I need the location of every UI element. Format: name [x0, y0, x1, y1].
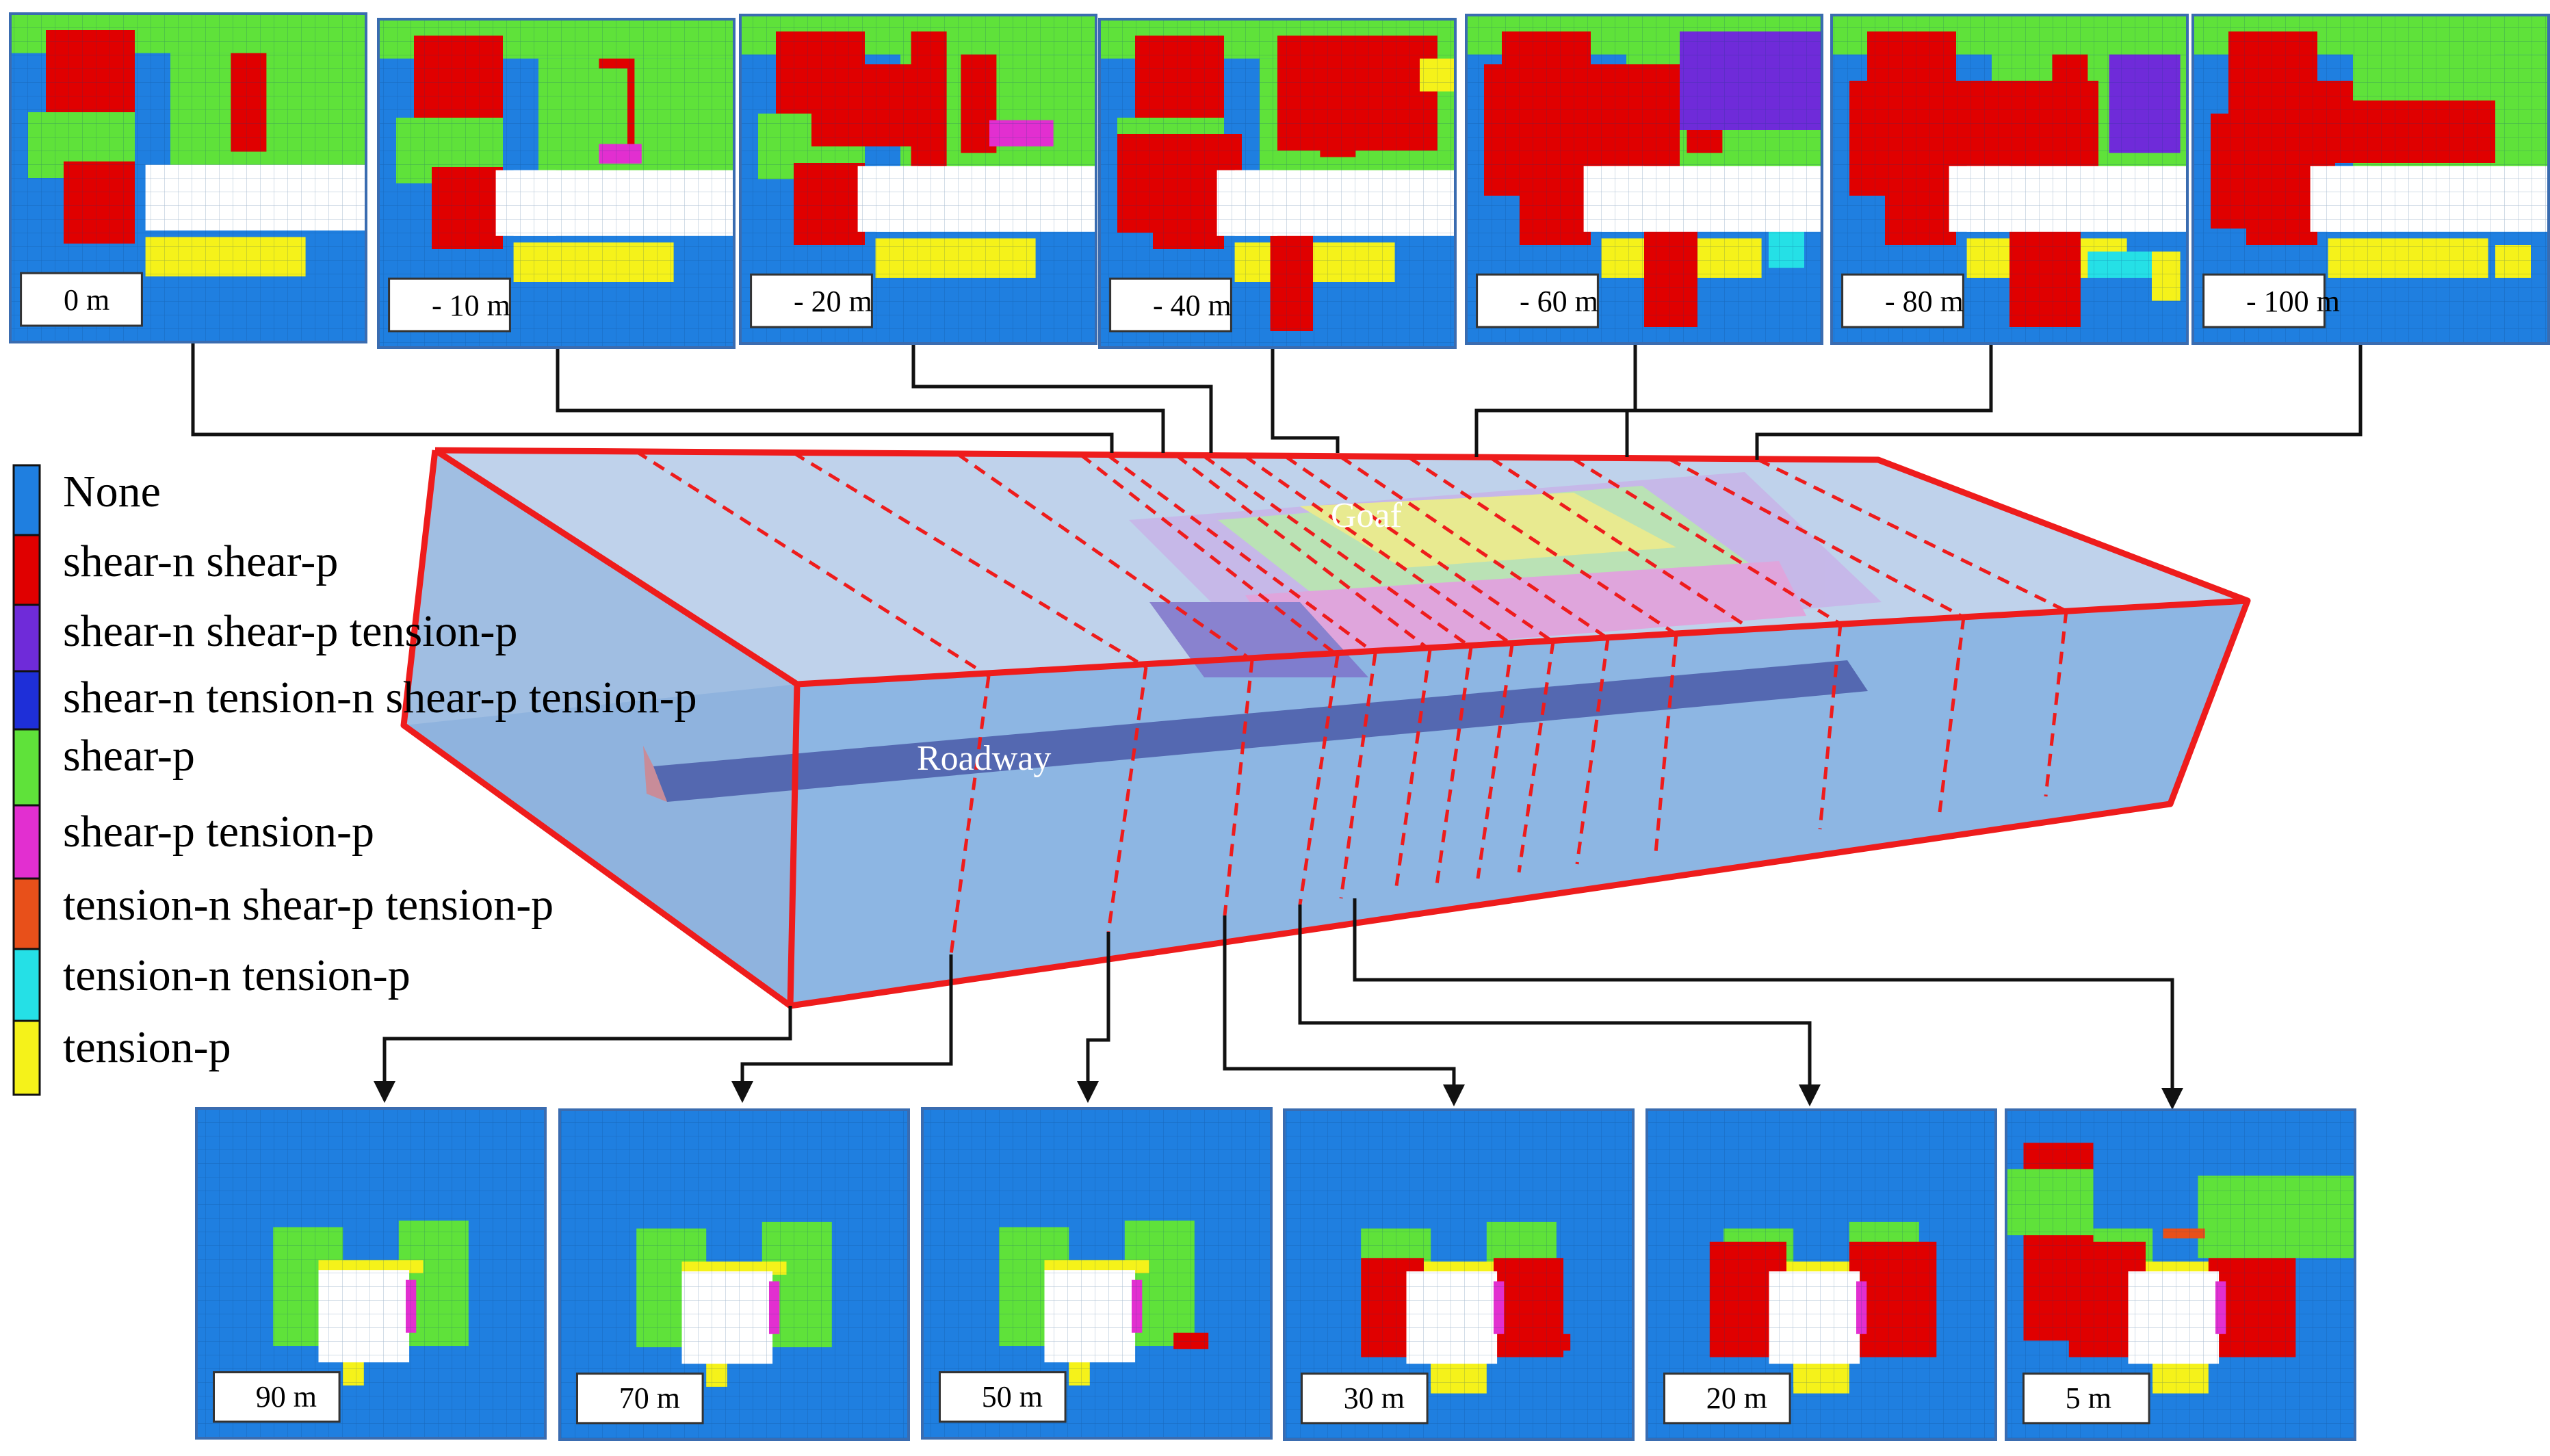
panel-label: 0 m	[64, 283, 109, 317]
legend-item: shear-p tension-p	[12, 804, 374, 880]
top-panel-row: 0 m - 10 m - 20 m - 40 m - 60 m - 80 m - 100 m	[9, 12, 2550, 349]
panel-label-box	[1109, 277, 1232, 333]
model-block: Goaf Roadway	[400, 447, 2251, 1009]
roadway-region	[643, 660, 1868, 802]
panel-label-box	[1301, 1373, 1429, 1425]
panel-label-box	[388, 277, 511, 333]
legend-label: tension-p	[63, 1022, 231, 1072]
panel-label: 20 m	[1706, 1381, 1767, 1415]
panel-frame	[1465, 14, 1823, 345]
panel-label: 90 m	[256, 1380, 317, 1414]
section-panel: - 20 m	[739, 14, 1097, 345]
panel-frame	[9, 12, 367, 343]
panel-label-box	[1663, 1373, 1791, 1425]
model-left-face	[404, 450, 797, 1006]
panel-frame	[1283, 1108, 1635, 1441]
panel-frame	[195, 1107, 547, 1440]
panel-label-box	[576, 1373, 704, 1425]
section-panel: - 80 m	[1830, 14, 2189, 345]
section-panel: 70 m	[558, 1108, 910, 1441]
panel-frame	[2191, 14, 2550, 345]
legend-swatch	[12, 534, 41, 606]
section-panel: - 100 m	[2191, 14, 2550, 345]
front-section-lines	[949, 610, 2068, 955]
panel-frame	[1098, 18, 1457, 349]
section-panel: 30 m	[1283, 1108, 1635, 1441]
section-panel: - 10 m	[377, 18, 736, 349]
section-panel: 20 m	[1645, 1108, 1997, 1441]
legend-swatch	[12, 1019, 41, 1096]
panel-label-box	[939, 1371, 1067, 1423]
legend: None shear-n shear-p shear-n shear-p tensi…	[12, 464, 697, 1096]
panel-frame	[2005, 1108, 2356, 1441]
legend-swatch	[12, 603, 41, 676]
panel-label-box	[1476, 273, 1599, 328]
panel-frame	[558, 1108, 910, 1441]
legend-swatch	[12, 948, 41, 1022]
section-panel: 50 m	[921, 1107, 1273, 1440]
model-outline	[400, 447, 2251, 1009]
panel-label: 50 m	[982, 1380, 1043, 1414]
panel-frame	[921, 1107, 1273, 1440]
legend-label: shear-p	[63, 731, 195, 781]
legend-item: shear-n tension-n shear-p tension-p	[12, 670, 697, 733]
legend-item: tension-n shear-p tension-p	[12, 877, 554, 950]
legend-swatch	[12, 670, 41, 733]
panel-label-box	[213, 1371, 341, 1423]
section-panel: - 40 m	[1098, 18, 1457, 349]
panel-label-box	[20, 272, 143, 327]
section-panel: - 60 m	[1465, 14, 1823, 345]
legend-swatch	[12, 464, 41, 543]
legend-label: shear-n tension-n shear-p tension-p	[63, 673, 697, 723]
panel-frame	[377, 18, 736, 349]
legend-label: tension-n tension-p	[63, 950, 411, 1000]
panel-frame	[1645, 1108, 1997, 1441]
top-section-lines	[635, 450, 2068, 678]
panel-frame	[1830, 14, 2189, 345]
section-panel: 90 m	[195, 1107, 547, 1440]
legend-label: shear-p tension-p	[63, 807, 374, 857]
legend-label: tension-n shear-p tension-p	[63, 880, 554, 930]
panel-label-box	[2022, 1373, 2150, 1425]
legend-label: shear-n shear-p	[63, 536, 338, 586]
legend-swatch	[12, 728, 41, 807]
legend-item: shear-n shear-p tension-p	[12, 603, 517, 676]
model-front-face	[404, 601, 2248, 1006]
panel-label: - 60 m	[1520, 285, 1598, 318]
legend-item: shear-n shear-p	[12, 534, 338, 606]
legend-item: tension-p	[12, 1019, 231, 1096]
legend-item: shear-p	[12, 728, 195, 807]
panel-label-box	[750, 273, 873, 328]
roadway-label: Roadway	[917, 739, 1051, 778]
legend-item: tension-n tension-p	[12, 948, 411, 1022]
legend-item: None	[12, 464, 161, 543]
panel-label: - 40 m	[1153, 289, 1232, 322]
bottom-panel-row: 90 m 70 m 50 m 30 m 20 m 5 m	[195, 1107, 2356, 1441]
panel-label: 30 m	[1344, 1381, 1405, 1415]
panel-frame	[739, 14, 1097, 345]
panel-label: - 10 m	[432, 289, 510, 322]
panel-label: 70 m	[619, 1381, 680, 1415]
legend-swatch	[12, 804, 41, 880]
panel-label-box	[2202, 273, 2326, 328]
section-panel: 0 m	[9, 12, 367, 343]
panel-label: - 100 m	[2246, 285, 2340, 318]
panel-label: - 80 m	[1885, 285, 1964, 318]
panel-label-box	[1841, 273, 1964, 328]
panel-label: - 20 m	[794, 285, 872, 318]
connector-lines	[191, 342, 2363, 1088]
legend-swatch	[12, 877, 41, 950]
panel-label: 5 m	[2066, 1381, 2111, 1415]
goaf-label: Goaf	[1331, 496, 1403, 535]
legend-label: shear-n shear-p tension-p	[63, 606, 517, 656]
section-panel: 5 m	[2005, 1108, 2356, 1441]
legend-label: None	[63, 467, 161, 517]
